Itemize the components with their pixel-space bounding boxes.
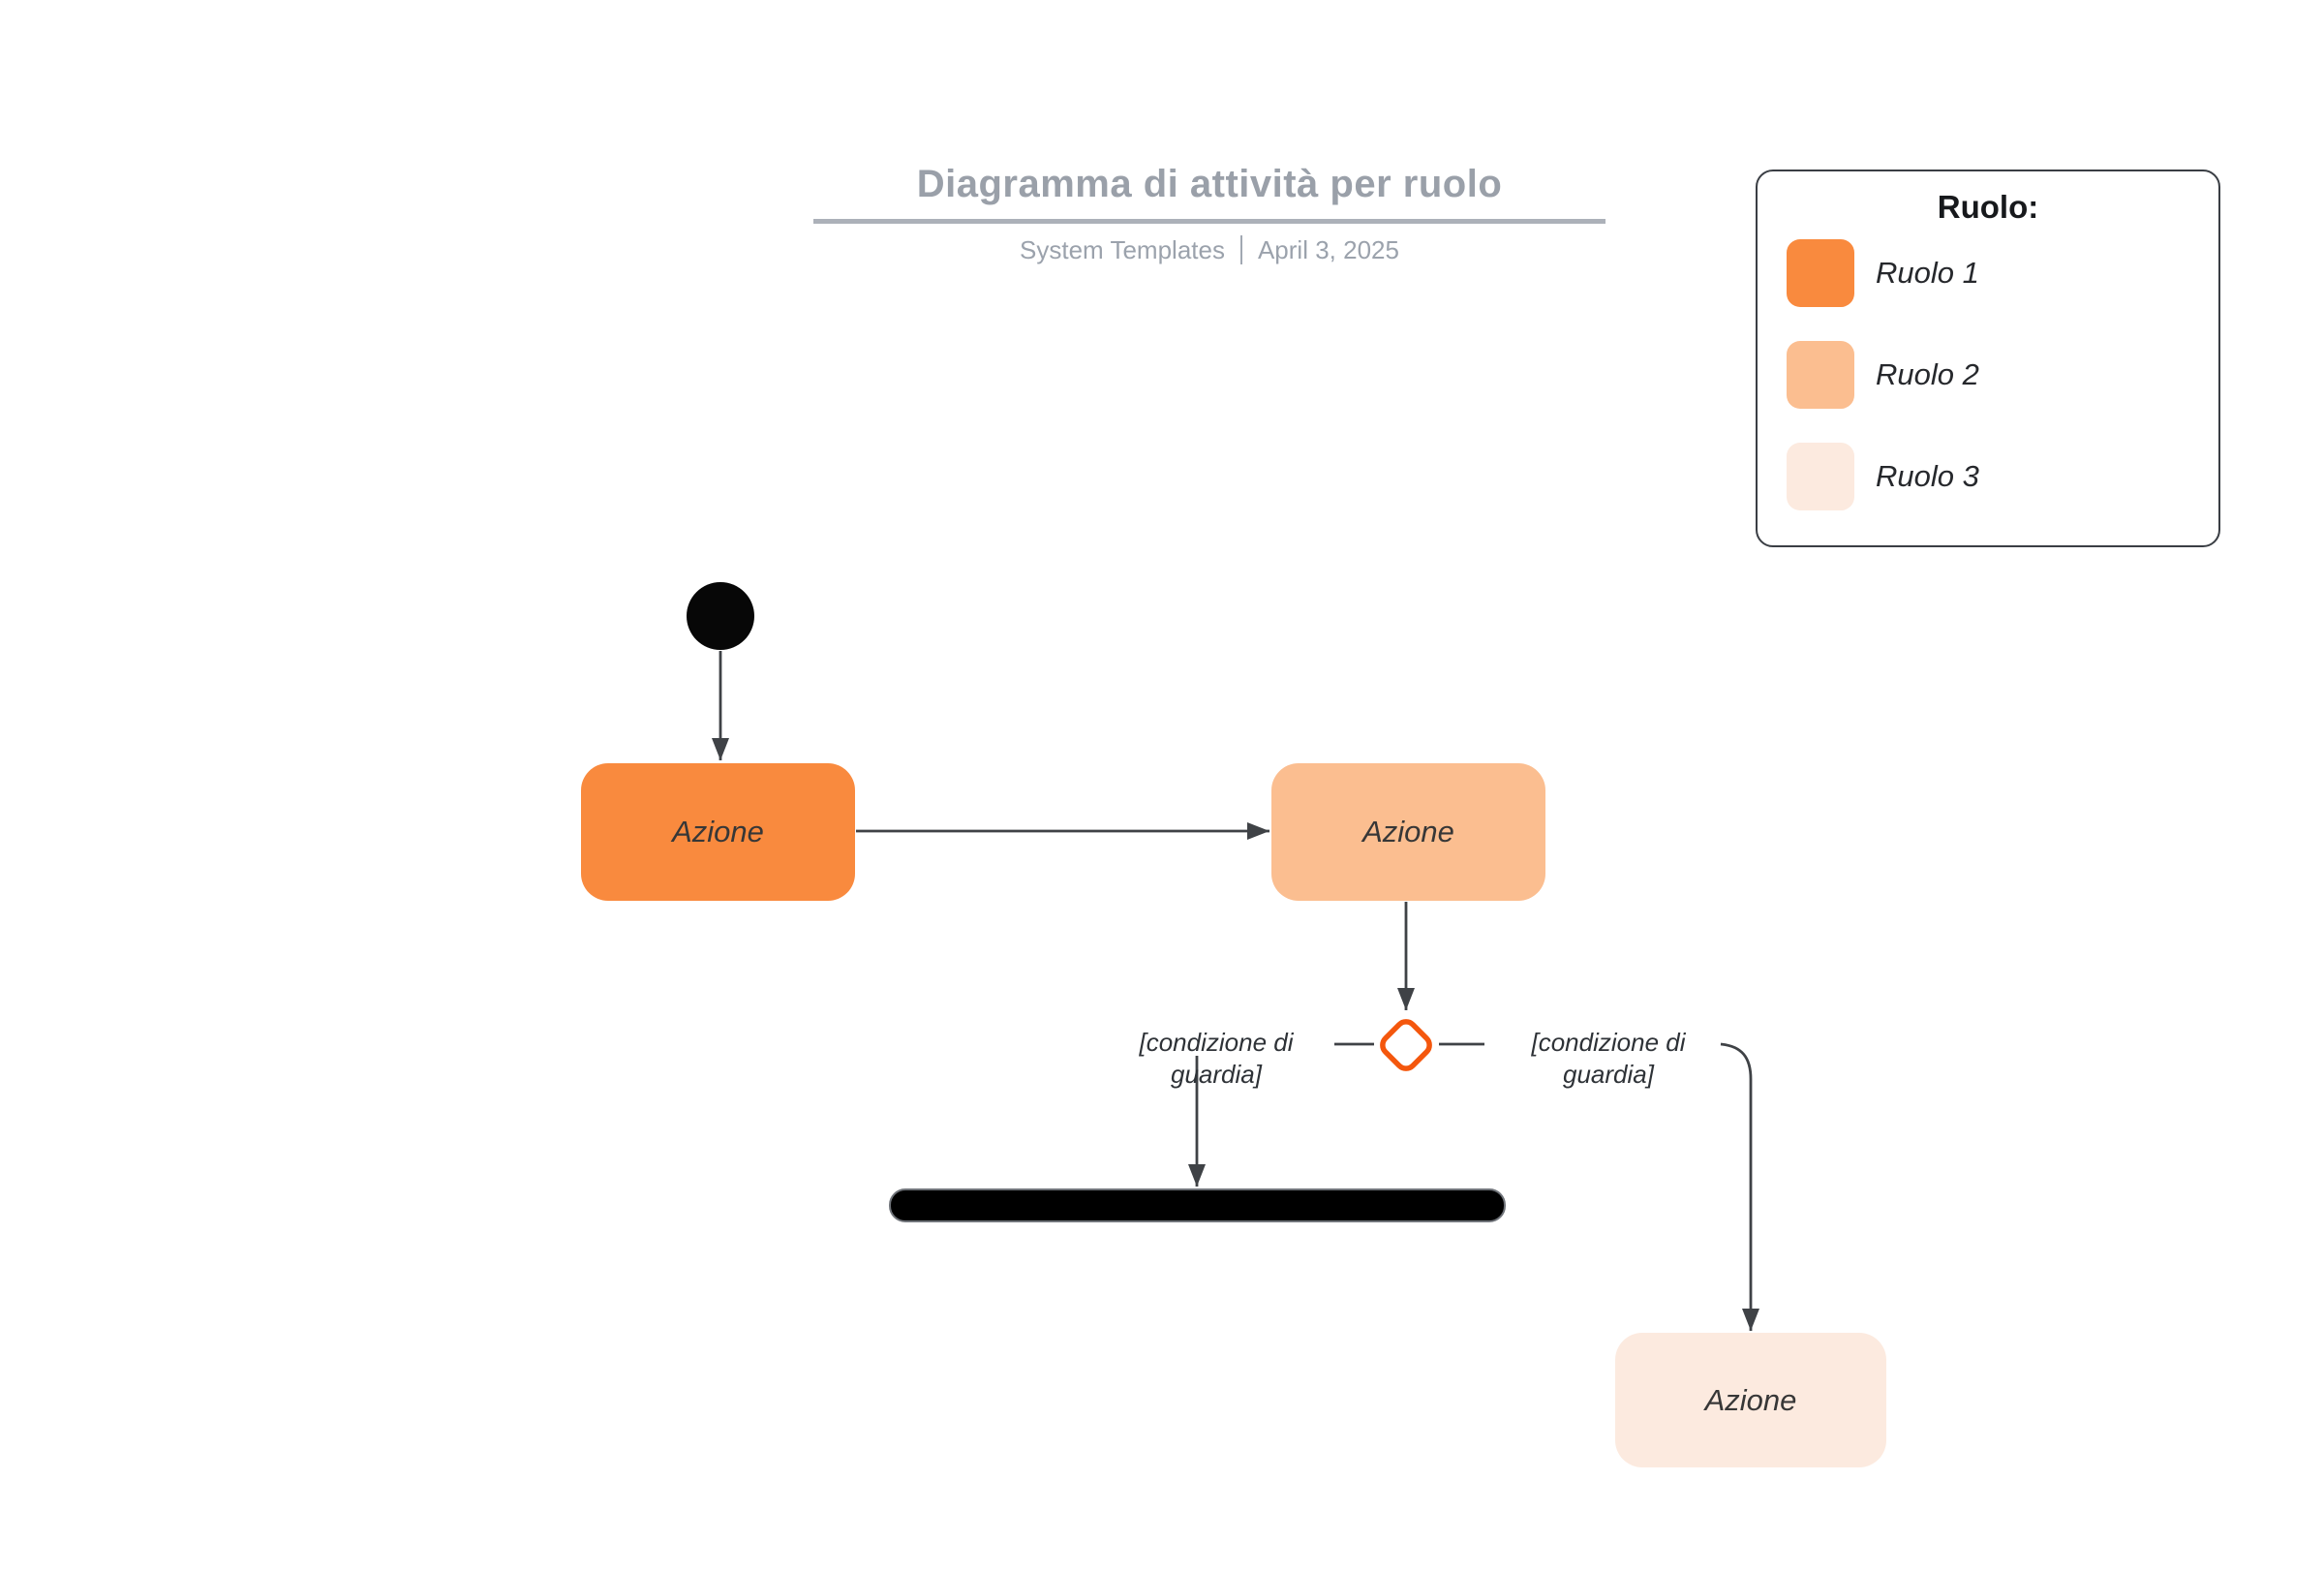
legend-swatch-ruolo-1 (1787, 239, 1854, 307)
action-node-1: Azione (581, 763, 855, 901)
subtitle-divider (1239, 235, 1242, 264)
subtitle: System Templates April 3, 2025 (813, 232, 1605, 267)
edge-guard-right-to-action3 (1720, 1042, 1759, 1331)
action-node-2-label: Azione (1362, 815, 1454, 848)
legend-swatch-ruolo-2 (1787, 341, 1854, 409)
action-node-2: Azione (1271, 763, 1545, 901)
legend-item-ruolo-1: Ruolo 1 (1758, 239, 2218, 307)
decision-node (1380, 1019, 1432, 1071)
subtitle-date: April 3, 2025 (1257, 234, 1399, 264)
guard-label-right: [condizione di guardia] (1531, 1028, 1686, 1089)
legend-item-ruolo-3: Ruolo 3 (1758, 443, 2218, 510)
legend-item-ruolo-2: Ruolo 2 (1758, 341, 2218, 409)
legend-panel: Ruolo: Ruolo 1 Ruolo 2 Ruolo 3 (1756, 170, 2220, 547)
page-title: Diagramma di attività per ruolo (916, 163, 1503, 205)
legend-label-ruolo-3: Ruolo 3 (1876, 459, 1979, 493)
action-node-3: Azione (1615, 1333, 1886, 1467)
subtitle-author: System Templates (1020, 234, 1225, 264)
initial-node (687, 582, 754, 650)
legend-label-ruolo-2: Ruolo 2 (1876, 357, 1979, 391)
decision-diamond-shape (1380, 1019, 1432, 1071)
header: Diagramma di attività per ruolo (813, 161, 1605, 207)
action-node-1-label: Azione (672, 815, 764, 848)
join-bar (889, 1188, 1506, 1222)
legend-label-ruolo-1: Ruolo 1 (1876, 256, 1979, 290)
title-underline (813, 219, 1605, 224)
action-node-3-label: Azione (1704, 1382, 1797, 1417)
guard-label-left: [condizione di guardia] (1139, 1028, 1294, 1089)
legend-swatch-ruolo-3 (1787, 443, 1854, 510)
legend-title: Ruolo: (1937, 189, 2039, 225)
